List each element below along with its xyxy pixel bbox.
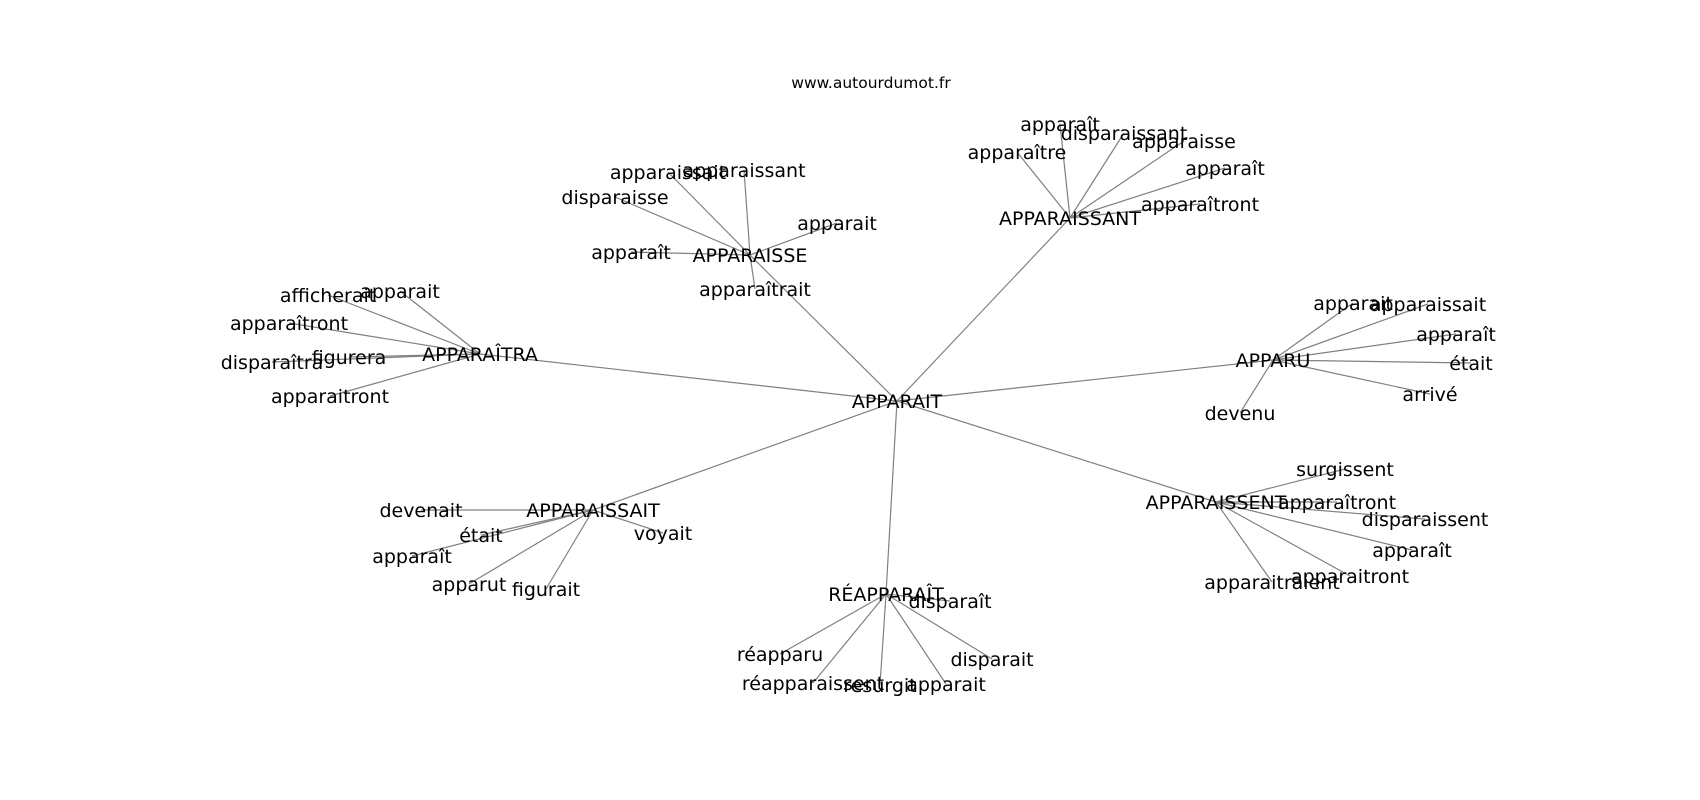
edge-apparaisse-disparaisse	[614, 196, 751, 256]
leaf-node-apparait[interactable]: apparaît	[591, 242, 671, 264]
leaf-node-resurgit[interactable]: resurgit	[843, 675, 916, 697]
leaf-node-apparut[interactable]: apparut	[432, 574, 507, 596]
edge-apparu-etait	[1272, 359, 1472, 364]
hub-node-apparaisse[interactable]: APPARAISSE	[693, 245, 808, 267]
edge-apparaissant-disparaissant	[1069, 132, 1125, 219]
edge-apparaitra-apparaitront	[288, 322, 481, 355]
leaf-node-apparaitrait[interactable]: apparaîtrait	[699, 279, 811, 301]
leaf-node-apparaitront[interactable]: apparaîtront	[1141, 194, 1259, 216]
leaf-node-apparaitront[interactable]: apparaîtront	[1278, 492, 1396, 514]
hub-node-apparu[interactable]: APPARU	[1236, 350, 1311, 372]
leaf-node-apparaissant[interactable]: apparaissant	[682, 160, 805, 182]
edge-apparaissait-apparut	[468, 509, 594, 585]
leaf-node-apparait[interactable]: apparaît	[1416, 324, 1496, 346]
edge-center-apparaisse	[749, 254, 898, 402]
leaf-node-etait[interactable]: était	[1449, 353, 1493, 375]
leaf-node-disparaissent[interactable]: disparaissent	[1362, 509, 1489, 531]
edge-center-reapparait	[885, 400, 898, 595]
leaf-node-apparaitre[interactable]: apparaître	[968, 142, 1067, 164]
edge-center-apparaissant	[896, 217, 1071, 402]
edge-apparaissent-surgissent	[1215, 468, 1346, 503]
leaf-node-apparaissait[interactable]: apparaissait	[1370, 294, 1486, 316]
edge-center-apparaitra	[479, 353, 898, 402]
edge-reapparait-reapparu	[779, 593, 887, 655]
edge-apparaisse-apparaissait	[667, 171, 751, 256]
leaf-node-afficherait[interactable]: afficherait	[280, 285, 376, 307]
edge-apparaissent-apparaitront	[1215, 501, 1351, 577]
leaf-node-devenu[interactable]: devenu	[1205, 403, 1276, 425]
edge-apparaitra-figurera	[348, 353, 481, 358]
edge-reapparait-apparait	[885, 593, 947, 685]
leaf-node-apparaitront[interactable]: apparaitront	[271, 386, 389, 408]
edge-apparaisse-apparait	[749, 222, 838, 256]
edge-apparaissant-apparaisse	[1069, 140, 1185, 219]
site-url: www.autourdumot.fr	[791, 74, 951, 92]
leaf-node-apparaitraient[interactable]: apparaitraient	[1204, 572, 1340, 594]
leaf-node-apparaitront[interactable]: apparaîtront	[230, 313, 348, 335]
edge-apparu-arrive	[1272, 359, 1431, 395]
edge-apparaissant-apparait	[1059, 123, 1071, 219]
edge-apparaisse-apparaitrait	[749, 254, 756, 290]
leaf-node-voyait[interactable]: voyait	[634, 523, 692, 545]
hub-node-apparaissant[interactable]: APPARAISSANT	[999, 208, 1141, 230]
edge-apparaissait-figurait	[545, 509, 594, 590]
leaf-node-disparaissant[interactable]: disparaissant	[1061, 123, 1188, 145]
edge-apparaissant-apparait	[1069, 167, 1226, 219]
leaf-node-etait[interactable]: était	[459, 525, 503, 547]
leaf-node-apparait[interactable]: apparait	[1313, 293, 1393, 315]
leaf-node-apparait[interactable]: apparaît	[1185, 158, 1265, 180]
leaf-node-disparaitra[interactable]: disparaîtra	[221, 352, 324, 374]
leaf-node-apparait[interactable]: apparait	[797, 213, 877, 235]
leaf-node-apparait[interactable]: apparait	[360, 281, 440, 303]
hub-node-apparaitra[interactable]: APPARAÎTRA	[422, 343, 538, 366]
edge-center-apparaissait	[592, 400, 898, 511]
edge-apparaisse-apparaissant	[743, 169, 751, 256]
leaf-node-apparait[interactable]: apparaît	[1020, 114, 1100, 136]
leaf-node-disparait[interactable]: disparait	[950, 649, 1033, 671]
edge-reapparait-disparait	[885, 593, 993, 660]
hub-node-reapparait[interactable]: RÉAPPARAÎT	[828, 583, 944, 606]
graph-edges	[271, 123, 1472, 686]
leaf-node-devenait[interactable]: devenait	[379, 500, 462, 522]
leaf-node-apparait[interactable]: apparaît	[372, 546, 452, 568]
edge-apparaissait-voyait	[592, 509, 664, 534]
leaf-node-surgissent[interactable]: surgissent	[1296, 459, 1394, 481]
leaf-node-arrive[interactable]: arrivé	[1402, 384, 1457, 406]
edge-apparaitra-apparaitront	[329, 353, 481, 397]
leaf-node-disparaisse[interactable]: disparaisse	[561, 187, 668, 209]
edge-apparu-apparait	[1272, 302, 1354, 361]
edge-reapparait-reapparaissent	[812, 593, 887, 684]
edge-apparu-apparait	[1272, 333, 1457, 361]
hub-node-apparaissent[interactable]: APPARAISSENT	[1146, 492, 1287, 514]
edge-center-apparu	[896, 359, 1274, 402]
edge-apparaissent-apparaitraient	[1215, 501, 1273, 583]
edge-reapparait-resurgit	[879, 593, 887, 686]
edge-apparaissant-apparaitre	[1016, 151, 1071, 219]
leaf-node-apparaissait[interactable]: apparaissait	[610, 162, 726, 184]
edge-apparaitra-afficherait	[327, 294, 481, 355]
edge-apparu-devenu	[1239, 359, 1274, 414]
graph-labels: APPARAITAPPARAISSANTapparaîtdisparaissan…	[221, 114, 1496, 697]
center-node-apparait[interactable]: APPARAIT	[852, 391, 943, 413]
leaf-node-apparait[interactable]: apparait	[906, 674, 986, 696]
edge-apparaitra-apparait	[399, 290, 481, 355]
edge-apparaissant-apparaitront	[1069, 203, 1201, 219]
edge-apparu-apparaissait	[1272, 303, 1429, 361]
leaf-node-apparaitront[interactable]: apparaitront	[1291, 566, 1409, 588]
leaf-node-figurera[interactable]: figurera	[312, 347, 387, 369]
edge-apparaissent-apparait	[1215, 501, 1413, 551]
leaf-node-disparait[interactable]: disparaît	[908, 591, 991, 613]
leaf-node-apparait[interactable]: apparaît	[1372, 540, 1452, 562]
leaf-node-figurait[interactable]: figurait	[512, 579, 580, 601]
edge-apparaissait-apparait	[411, 509, 594, 557]
leaf-node-reapparu[interactable]: réapparu	[737, 644, 823, 666]
leaf-node-apparaisse[interactable]: apparaisse	[1132, 131, 1236, 153]
hub-node-apparaissait[interactable]: APPARAISSAIT	[526, 500, 660, 522]
edge-reapparait-disparait	[885, 593, 951, 602]
edge-center-apparaissent	[896, 400, 1217, 503]
edge-apparaissent-disparaissent	[1215, 501, 1426, 520]
edge-apparaisse-apparait	[630, 251, 751, 256]
leaf-node-reapparaissent[interactable]: réapparaissent	[742, 673, 884, 695]
